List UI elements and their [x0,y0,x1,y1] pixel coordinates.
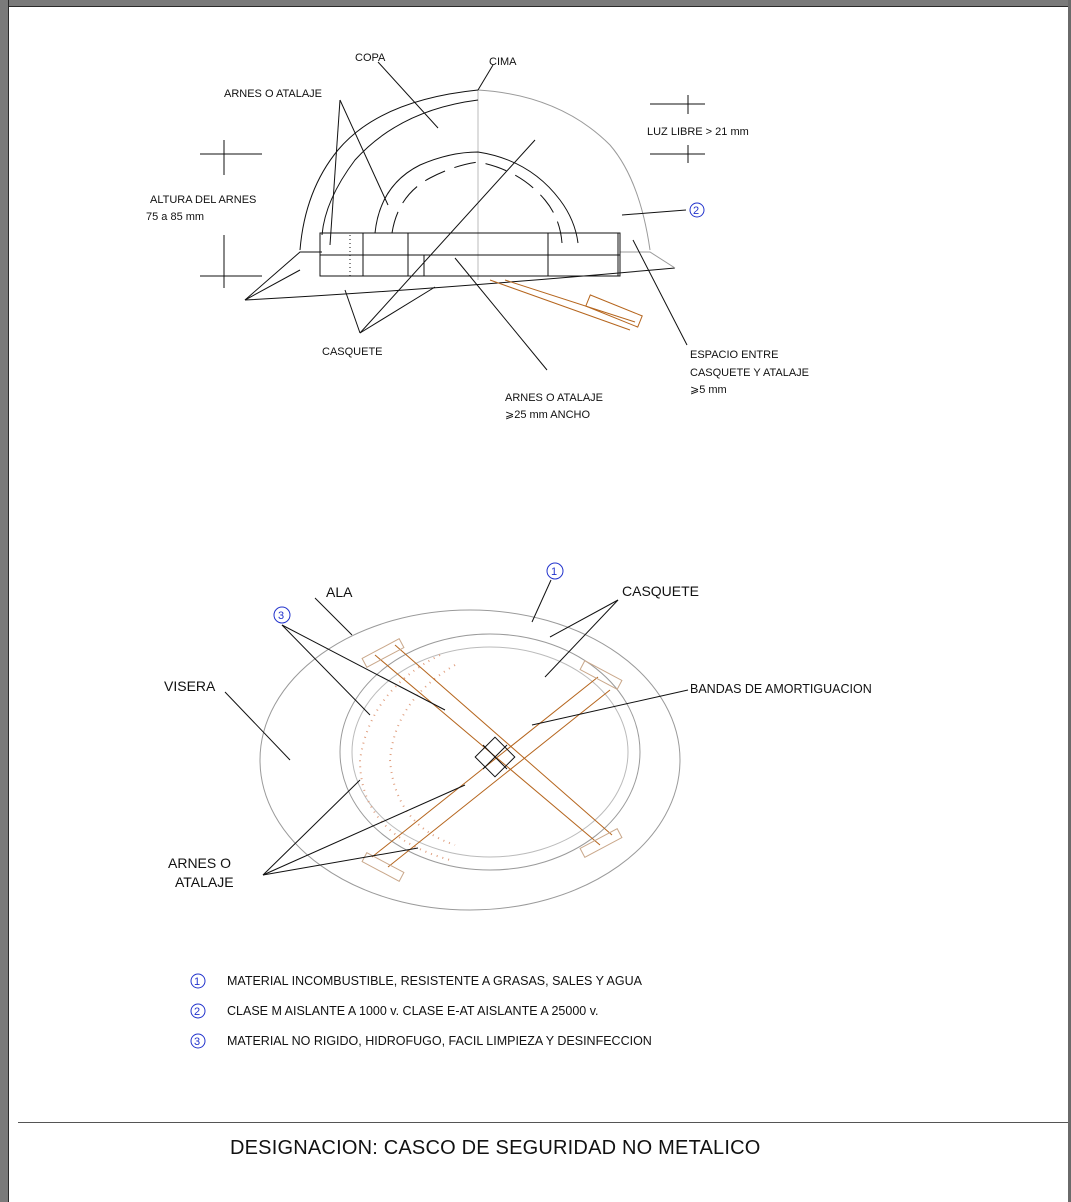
band-end-1 [361,638,405,668]
leader-arnes-1 [329,99,341,246]
leader-copa [377,61,439,129]
label-arnes-bottom-1: ARNES O ATALAJE [505,392,603,404]
marker-3-circle [273,606,291,624]
strap-slot [585,294,643,328]
label-espacio-1: ESPACIO ENTRE [690,349,778,361]
note-2-marker-circle [190,1003,206,1019]
label-espacio-2: CASQUETE Y ATALAJE [690,367,809,379]
note-1-text: MATERIAL INCOMBUSTIBLE, RESISTENTE A GRA… [227,974,643,988]
brim-curve [244,267,676,301]
headband-pad [319,232,351,277]
label-cima: CIMA [489,56,517,68]
leader-ala [314,597,353,636]
shell-outline [477,89,651,251]
shell-outline-top [339,633,641,871]
harness-band-dotted [358,654,451,861]
center-x2 [482,744,508,770]
leader-cima [477,64,494,91]
notes-list: 1 MATERIAL INCOMBUSTIBLE, RESISTENTE A G… [190,973,652,1049]
label-espacio-3: ⩾5 mm [690,384,727,396]
brim [244,251,322,301]
label-arnes-top-view-1: ARNES O [168,855,231,871]
side-view [200,61,705,371]
label-casquete-side: CASQUETE [322,346,383,358]
label-altura-2: 75 a 85 mm [146,211,204,223]
band-a2 [394,644,613,836]
side-strap-2 [504,279,636,323]
note-2-text: CLASE M AISLANTE A 1000 v. CLASE E-AT AI… [227,1004,598,1018]
label-copa: COPA [355,52,386,64]
marker-3-label: 3 [278,610,284,622]
headband-clip-right [547,232,619,277]
note-1: 1 MATERIAL INCOMBUSTIBLE, RESISTENTE A G… [190,973,643,989]
marker-1-circle [546,562,564,580]
band-b2 [387,689,611,868]
window-frame-left [0,0,8,1202]
note-3-marker: 3 [194,1036,200,1048]
leader-arnes-2 [339,99,389,206]
window-frame-top-edge [8,6,1071,7]
window-frame-right [1068,0,1071,1202]
top-view [224,579,689,911]
leader-arnes-top-1 [262,779,361,876]
label-altura-1: ALTURA DEL ARNES [150,194,256,206]
note-2: 2 CLASE M AISLANTE A 1000 v. CLASE E-AT … [190,1003,598,1019]
marker-2-circle [689,202,705,218]
leader-1 [531,579,552,623]
leader-casquete-1 [344,289,361,334]
leader-casquete-2 [359,286,436,334]
leader-casquete-4 [244,269,301,301]
note-3-marker-circle [190,1033,206,1049]
leader-arnes-bottom [454,257,548,371]
designation-divider [18,1122,1068,1123]
leader-visera [224,691,291,761]
label-arnes-bottom-2: ⩾25 mm ANCHO [505,409,590,421]
leader-2 [621,209,687,216]
note-2-marker: 2 [194,1006,200,1018]
label-casquete-top: CASQUETE [622,583,699,599]
note-3: 3 MATERIAL NO RIGIDO, HIDROFUGO, FACIL L… [190,1033,652,1049]
leader-3-1 [281,624,446,711]
leader-3-2 [281,624,371,716]
harness-strap [374,151,579,244]
shell-left-inner [321,99,479,236]
top-view-labels: 1 ALA CASQUETE 3 VISERA BANDAS DE AMORTI… [164,562,872,890]
label-arnes-top: ARNES O ATALAJE [224,88,322,100]
window-frame-left-edge [8,0,9,1202]
leader-casquete-3 [359,139,536,334]
side-strap [489,279,631,331]
leader-espacio [632,239,688,346]
label-bandas: BANDAS DE AMORTIGUACION [690,682,872,696]
side-view-labels: COPA CIMA ARNES O ATALAJE LUZ LIBRE > 21… [146,52,809,421]
leader-arnes-top-2 [262,784,466,876]
label-ala: ALA [326,584,353,600]
brim-outline [259,609,681,911]
leader-casquete-top-1 [549,599,619,638]
label-arnes-top-view-2: ATALAJE [175,874,234,890]
note-1-marker-circle [190,973,206,989]
harness-band-inner [388,664,456,846]
band-end-4 [579,828,623,858]
shell-inner-top [351,646,629,858]
marker-1-label: 1 [551,566,557,578]
designation-title: DESIGNACION: CASCO DE SEGURIDAD NO METAL… [230,1137,761,1159]
leader-arnes-top-3 [262,847,419,876]
harness-strap-inner [391,161,563,244]
note-3-text: MATERIAL NO RIGIDO, HIDROFUGO, FACIL LIM… [227,1034,652,1048]
leader-casquete-top-2 [544,599,619,678]
leader-bandas [531,689,689,726]
label-visera: VISERA [164,678,216,694]
note-1-marker: 1 [194,976,200,988]
shell-left [299,89,479,251]
headband-inner [407,254,425,277]
brim-right [620,251,676,269]
label-luz-libre: LUZ LIBRE > 21 mm [647,126,749,138]
marker-2-label: 2 [693,205,699,217]
window-frame-top [0,0,1071,6]
band-end-2 [579,660,623,690]
